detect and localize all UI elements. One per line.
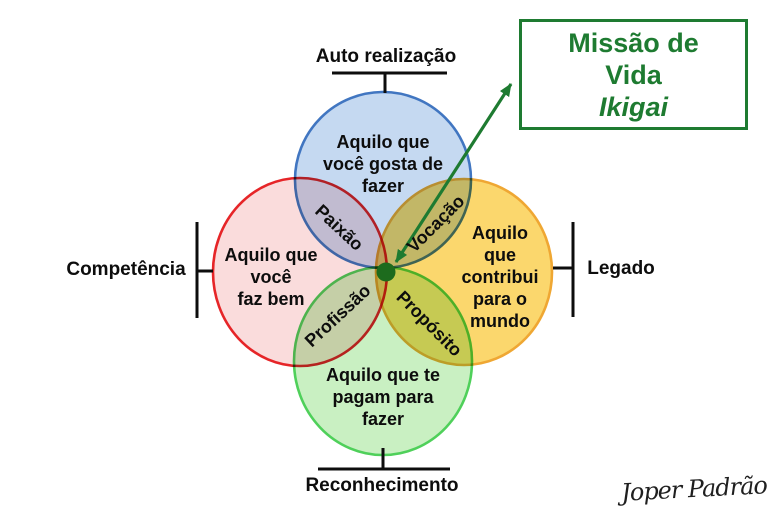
- axis-label-competence: Competência: [66, 259, 186, 280]
- title-line-ikigai: Ikigai: [598, 91, 669, 122]
- axis-label-legacy: Legado: [587, 258, 655, 279]
- good-at-circle-label: Aquilo que você faz bem: [224, 245, 318, 309]
- center-dot: [376, 262, 396, 282]
- paid-for-circle-label: Aquilo que te pagam para fazer: [326, 365, 440, 429]
- life-mission-title-box: Missão de Vida Ikigai: [519, 19, 748, 130]
- axis-marks: [195, 71, 575, 471]
- axis-label-self-realization: Auto realização: [315, 46, 457, 67]
- world-needs-circle-label: Aquilo que contribui para o mundo: [461, 223, 539, 331]
- love-circle-label: Aquilo que você gosta de fazer: [322, 132, 444, 196]
- title-line-1: Missão de: [568, 27, 699, 58]
- ikigai-arrow: [394, 83, 513, 263]
- title-line-2: Vida: [605, 59, 662, 90]
- axis-label-recognition: Reconhecimento: [305, 475, 459, 496]
